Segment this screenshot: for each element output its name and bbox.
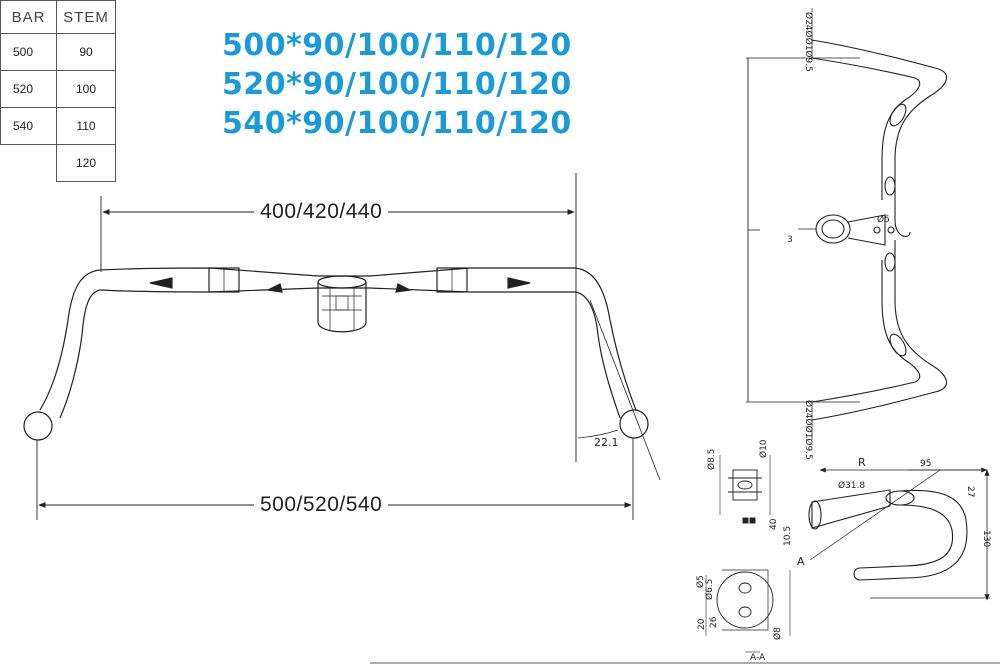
side-view-handlebar: [808, 467, 990, 601]
table-row: 120: [0, 144, 116, 182]
stem-sub-label: 10.5: [783, 526, 793, 546]
detail-label: Ø8.5: [706, 449, 717, 470]
hole-mark-label: Ø5: [877, 214, 890, 225]
table-row: 540 110: [0, 107, 116, 145]
section-view-label: A-A: [750, 653, 766, 663]
bar-cell: [0, 144, 57, 182]
stem-cell: 90: [56, 33, 116, 71]
size-options: 500*90/100/110/120 520*90/100/110/120 54…: [222, 26, 572, 143]
detail-label: 26: [709, 616, 719, 628]
drop-value: 130: [981, 530, 991, 547]
front-view-handlebar: [23, 173, 661, 520]
detail-label: 20: [697, 618, 707, 630]
clamp-bottom-label: Ø24ØØ1Ø9.5: [803, 400, 814, 460]
section-a-label: A: [797, 555, 805, 568]
size-table-header: BAR STEM: [0, 0, 116, 34]
reach-label: R: [858, 456, 866, 469]
size-option: 500*90/100/110/120: [222, 28, 572, 63]
top-width-dimension: 400/420/440: [254, 200, 389, 224]
stem-cell: 110: [56, 107, 116, 145]
clamp-diameter-label: Ø31.8: [838, 480, 865, 491]
center-mark-label: 3: [787, 235, 793, 245]
size-option: 520*90/100/110/120: [222, 67, 572, 102]
table-row: 520 100: [0, 70, 116, 108]
stem-cell: 100: [56, 70, 116, 108]
top-view-handlebar: [746, 8, 947, 440]
stem-height-label: 40: [769, 518, 779, 530]
rise-value: 27: [965, 486, 975, 497]
flare-angle-label: 22.1: [594, 436, 619, 449]
size-table: BAR STEM 500 90 520 100 540 110 120: [0, 0, 116, 182]
clamp-top-label: Ø24ØØ1Ø9.5: [803, 12, 814, 72]
bar-header: BAR: [0, 0, 57, 34]
size-option: 540*90/100/110/120: [222, 106, 572, 141]
detail-label: Ø6.5: [704, 579, 715, 600]
detail-views: [370, 455, 1000, 664]
bottom-width-dimension: 500/520/540: [254, 493, 389, 517]
reach-value: 95: [920, 459, 931, 469]
table-row: 500 90: [0, 33, 116, 71]
detail-label: Ø10: [758, 439, 769, 458]
stem-header: STEM: [56, 0, 116, 34]
detail-label: Ø5: [695, 575, 706, 588]
detail-label: Ø8: [772, 627, 783, 640]
bar-cell: 540: [0, 107, 57, 145]
stem-cell: 120: [56, 144, 116, 182]
